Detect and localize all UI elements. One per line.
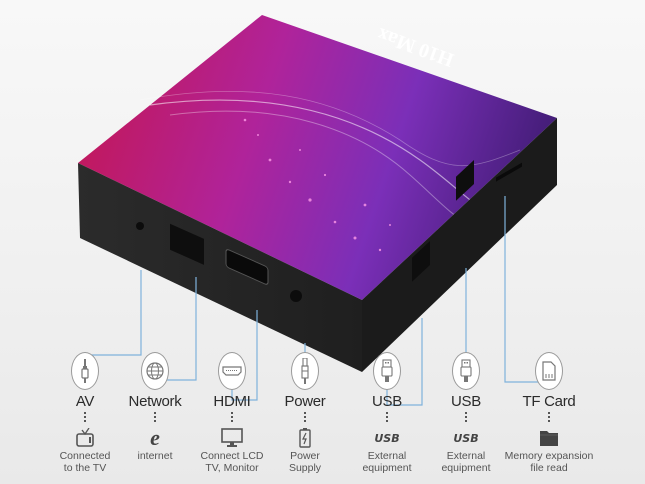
tv-icon	[30, 427, 140, 449]
port-label: USB	[451, 393, 481, 410]
hdmi-port-icon	[218, 352, 246, 390]
dotted-separator	[231, 412, 233, 424]
port-label: HDMI	[213, 393, 251, 410]
usb-port-2	[456, 159, 474, 201]
sd-card-icon	[535, 352, 563, 390]
port-label: Network	[128, 393, 182, 410]
monitor-icon	[177, 427, 287, 449]
port-description: internet	[137, 450, 173, 462]
dotted-separator	[386, 412, 388, 424]
av-jack-icon	[71, 352, 99, 390]
usb-plug-icon	[452, 352, 480, 390]
power-port	[290, 290, 302, 302]
box-front-face	[78, 163, 362, 372]
port-legend-network: Network e internet	[100, 352, 210, 462]
dotted-separator	[154, 412, 156, 424]
dotted-separator	[304, 412, 306, 424]
tf-card-slot	[496, 162, 522, 182]
port-label: AV	[75, 393, 95, 410]
av-port	[136, 222, 144, 230]
usb-plug-icon	[373, 352, 401, 390]
battery-icon	[250, 427, 360, 449]
box-top-surface	[78, 15, 557, 300]
power-plug-icon	[291, 352, 319, 390]
hdmi-port	[225, 249, 269, 285]
dotted-separator	[548, 412, 550, 424]
dotted-separator	[84, 412, 86, 424]
port-label: Power	[284, 393, 326, 410]
globe-icon	[141, 352, 169, 390]
usb-logo-icon: USB	[374, 431, 400, 445]
usb-logo-icon: USB	[453, 431, 479, 445]
lan-port	[170, 223, 204, 265]
sparkles	[243, 118, 391, 252]
usb-port-1	[412, 241, 430, 282]
dotted-separator	[465, 412, 467, 424]
box-right-face	[362, 118, 557, 372]
folder-icon	[494, 427, 604, 449]
internet-explorer-icon: e	[150, 425, 160, 450]
port-label: USB	[372, 393, 402, 410]
port-label: TF Card	[522, 393, 576, 410]
